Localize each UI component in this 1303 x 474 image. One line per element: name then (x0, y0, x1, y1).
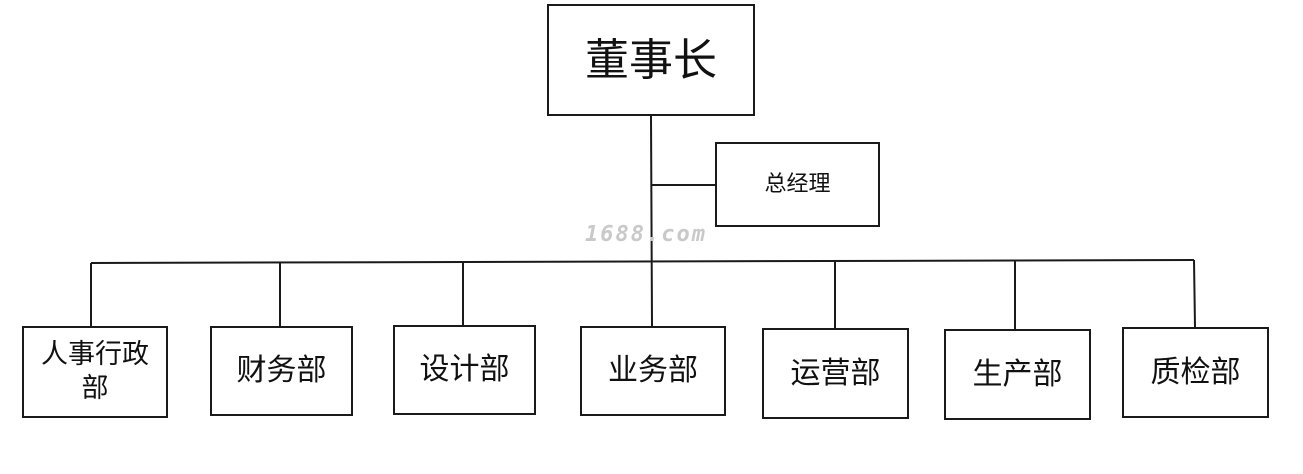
dept-box-production: 生产部 (944, 329, 1091, 420)
dept-box-sales: 业务部 (580, 326, 726, 416)
trunk-line (650, 115, 653, 327)
general-manager-box: 总经理 (715, 142, 880, 227)
department-bus-line (90, 259, 1195, 264)
dept-label: 财务部 (236, 353, 327, 389)
dept-label: 业务部 (608, 353, 698, 389)
dept-label: 设计部 (419, 352, 510, 388)
dept-label: 运营部 (790, 355, 881, 391)
dept-label: 生产部 (972, 356, 1063, 392)
chairman-box: 董事长 (547, 4, 755, 116)
dept-box-operations: 运营部 (762, 328, 909, 419)
dept-box-finance: 财务部 (210, 326, 353, 416)
dept-label: 质检部 (1150, 354, 1241, 390)
watermark: 1688.com (585, 222, 707, 247)
dept-label: 人事行政部 (41, 339, 149, 404)
dept-drop-qc (1193, 259, 1196, 328)
chairman-label: 董事长 (585, 34, 717, 86)
dept-box-hr-admin: 人事行政部 (22, 326, 168, 418)
dept-box-design: 设计部 (393, 325, 536, 415)
dept-box-quality-control: 质检部 (1122, 327, 1269, 418)
general-manager-label: 总经理 (764, 171, 831, 197)
